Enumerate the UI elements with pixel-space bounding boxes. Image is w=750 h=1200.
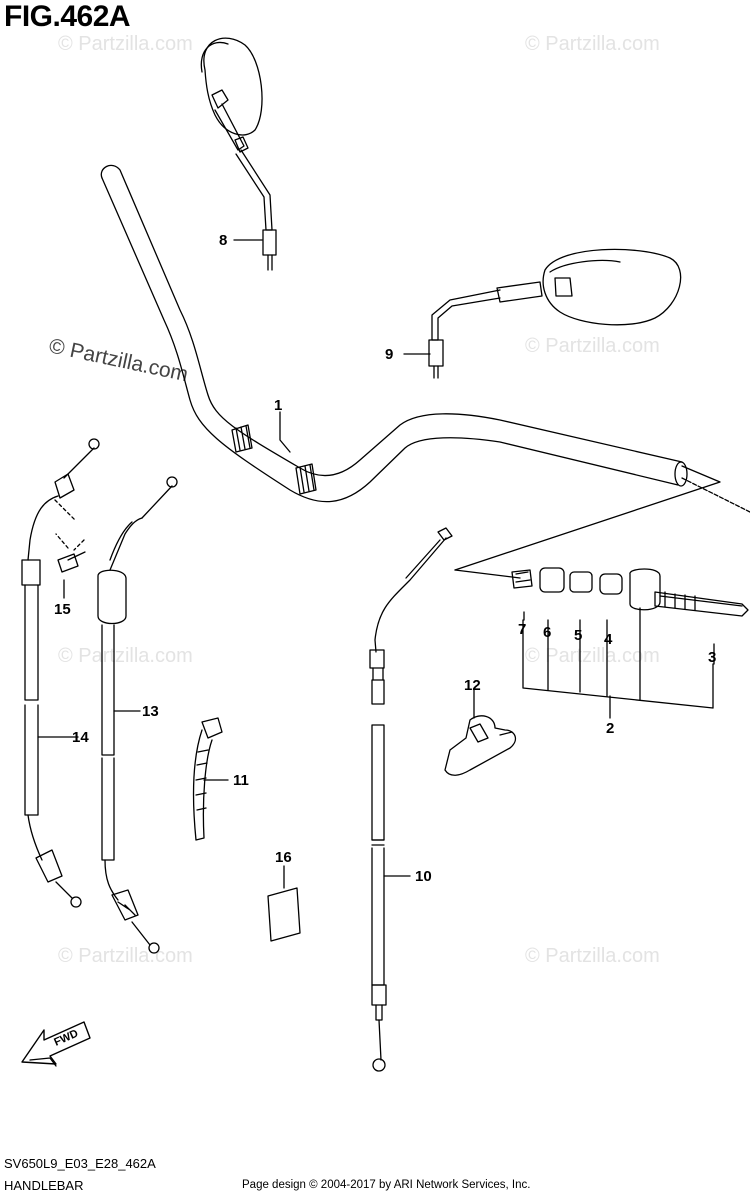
cable-tie-part[interactable] — [192, 717, 223, 841]
callout-labels: 1 2 3 4 5 6 7 8 9 10 11 12 13 14 15 16 — [54, 232, 716, 885]
watermark-text: © Partzilla.com — [58, 945, 193, 967]
callout-6[interactable]: 6 — [543, 624, 551, 641]
clamp-bracket-part[interactable] — [444, 715, 517, 776]
callout-7[interactable]: 7 — [518, 621, 526, 638]
watermark-group: © Partzilla.com © Partzilla.com © Partzi… — [47, 33, 660, 967]
spacer-part-4 — [599, 573, 623, 595]
collar-part-6 — [539, 567, 565, 593]
callout-5[interactable]: 5 — [574, 627, 582, 644]
right-mirror-part[interactable] — [428, 248, 682, 379]
callout-8[interactable]: 8 — [219, 232, 227, 249]
part-group-bracket — [522, 607, 714, 719]
watermark-text: © Partzilla.com — [525, 645, 660, 667]
fwd-arrow-icon: FWD — [21, 1021, 91, 1067]
label-sticker-part[interactable] — [267, 887, 301, 942]
callout-16[interactable]: 16 — [275, 849, 292, 866]
watermark-text: © Partzilla.com — [525, 33, 660, 55]
left-mirror-part[interactable] — [200, 37, 277, 271]
callout-9[interactable]: 9 — [385, 346, 393, 363]
return-cable-part[interactable] — [21, 438, 100, 908]
clutch-cable-part[interactable] — [369, 527, 453, 1072]
callout-2[interactable]: 2 — [606, 720, 614, 737]
model-code-label: SV650L9_E03_E28_462A — [4, 1156, 156, 1171]
watermark-text: © Partzilla.com — [58, 645, 193, 667]
callout-leaders — [37, 239, 715, 889]
callout-12[interactable]: 12 — [464, 677, 481, 694]
figure-title: FIG.462A — [4, 0, 131, 33]
weight-part — [629, 568, 661, 611]
callout-14[interactable]: 14 — [72, 729, 89, 746]
bar-end-assembly[interactable] — [511, 567, 749, 617]
watermark-text: © Partzilla.com — [525, 335, 660, 357]
diagram-subtitle: HANDLEBAR — [4, 1178, 84, 1193]
callout-3[interactable]: 3 — [708, 649, 716, 666]
watermark-text: © Partzilla.com — [525, 945, 660, 967]
nut-part-7 — [511, 569, 533, 589]
screw-part[interactable] — [55, 533, 86, 573]
throttle-cable-part[interactable] — [97, 476, 178, 954]
spacer-part-5 — [569, 571, 593, 593]
callout-11[interactable]: 11 — [233, 772, 249, 789]
callout-4[interactable]: 4 — [604, 631, 613, 648]
watermark-text-prominent: © Partzilla.com — [47, 334, 190, 386]
callout-10[interactable]: 10 — [415, 868, 432, 885]
bolt-part-3 — [654, 591, 749, 617]
handlebar-part[interactable] — [100, 164, 688, 503]
callout-1[interactable]: 1 — [274, 397, 282, 414]
callout-13[interactable]: 13 — [142, 703, 159, 720]
exploded-view-guides — [454, 465, 750, 579]
watermark-text: © Partzilla.com — [58, 33, 193, 55]
footer-credit: Page design © 2004-2017 by ARI Network S… — [242, 1179, 531, 1191]
callout-15[interactable]: 15 — [54, 601, 71, 618]
